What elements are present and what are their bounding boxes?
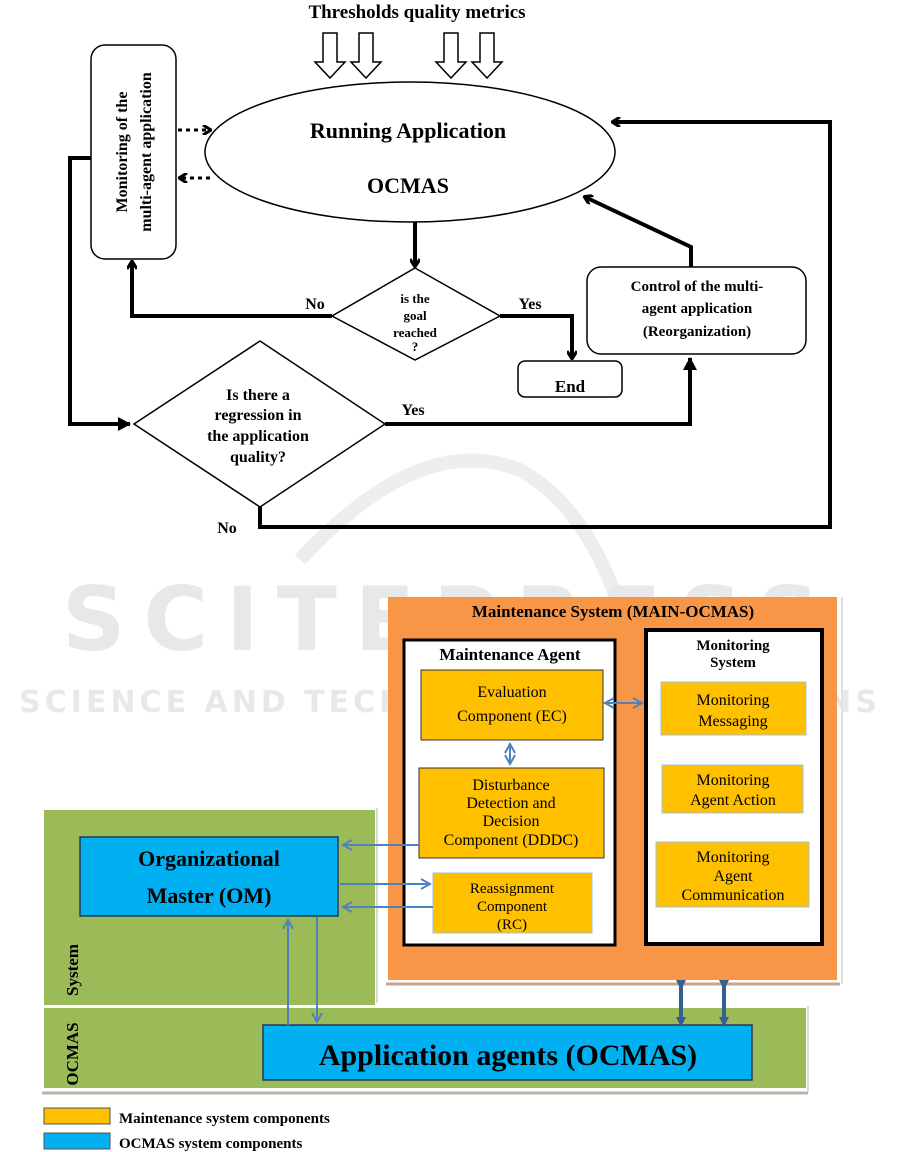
maintenance-system-title: Maintenance System (MAIN-OCMAS) [472, 602, 754, 621]
monitoring-messaging-component [660, 681, 807, 736]
goal-line: is the [400, 291, 429, 306]
component-label: Monitoring [697, 692, 770, 709]
component-label: Agent Action [690, 792, 776, 809]
monitoring-agent-action-component [661, 764, 804, 814]
monitoring-system-title: System [710, 655, 756, 671]
goal-yes-label: Yes [518, 296, 541, 313]
end-node [517, 360, 623, 398]
legend-swatch-ocmas [43, 1132, 111, 1150]
application-agents-label: Application agents (OCMAS) [319, 1039, 697, 1072]
component-label: Component (EC) [457, 708, 567, 725]
arrow-goal-no-to-monitoring [132, 262, 332, 318]
evaluation-component [420, 669, 604, 741]
organizational-master-label: Organizational [138, 846, 280, 871]
dddc-component [418, 767, 605, 859]
threshold-arrow [434, 32, 468, 80]
monitoring-label-line1: Monitoring of the [114, 92, 131, 213]
maintenance-agent-title: Maintenance Agent [439, 645, 581, 664]
reassignment-component [432, 872, 593, 934]
control-node [586, 266, 807, 355]
regression-line: the application [207, 428, 309, 445]
goal-line: reached [393, 325, 438, 340]
architecture: System OCMAS Maintenance System (MAIN-OC… [42, 597, 843, 1152]
control-label-line: agent application [642, 301, 753, 317]
component-label: Monitoring [697, 849, 770, 866]
arrow-goal-yes-to-end [500, 314, 572, 358]
running-application-sublabel: OCMAS [367, 173, 449, 198]
side-label-system: System [63, 944, 82, 996]
component-label: Disturbance [472, 777, 549, 794]
organizational-master-component [79, 836, 339, 917]
legend-label-ocmas: OCMAS system components [119, 1136, 302, 1152]
running-application-node [204, 81, 616, 223]
thresholds-label: Thresholds quality metrics [308, 2, 525, 23]
flowchart: Thresholds quality metrics Running Appli… [68, 2, 832, 537]
monitoring-label-line2: multi-agent application [138, 72, 155, 232]
monitoring-node [90, 44, 177, 260]
goal-line: goal [403, 308, 427, 323]
component-label: Communication [681, 887, 784, 904]
threshold-arrow [313, 32, 347, 80]
regression-decision-node [132, 340, 387, 508]
legend-swatch-maintenance [43, 1107, 111, 1125]
regression-line: quality? [230, 449, 286, 466]
goal-line: ? [412, 339, 419, 354]
application-agents-component [262, 1024, 753, 1081]
regression-line: Is there a [226, 387, 290, 404]
component-label: Agent [713, 868, 753, 885]
monitoring-system-title: Monitoring [696, 638, 770, 654]
arrow-control-to-app [585, 197, 693, 267]
goal-decision-text: is the goal reached ? [393, 291, 438, 354]
organizational-master-label: Master (OM) [147, 883, 272, 908]
component-label: Component (DDDC) [444, 832, 579, 849]
regression-yes-label: Yes [401, 402, 424, 419]
control-label-line: Control of the multi- [631, 279, 764, 295]
goal-no-label: No [305, 296, 325, 313]
monitoring-agent-communication-component [655, 841, 810, 908]
component-label: Messaging [698, 713, 767, 730]
arrow-regression-no-to-app [258, 122, 832, 529]
threshold-arrow [470, 32, 504, 80]
legend-label-maintenance: Maintenance system components [119, 1111, 330, 1127]
regression-line: regression in [215, 407, 302, 424]
component-label: Monitoring [697, 772, 770, 789]
arrow-regression-yes-to-control [385, 357, 697, 426]
arrow-monitoring-to-regression [68, 156, 131, 431]
component-label: Decision [483, 813, 540, 830]
running-application-label: Running Application [310, 118, 506, 143]
component-label: Reassignment [470, 881, 555, 897]
component-label: Detection and [466, 795, 555, 812]
legend: Maintenance system components OCMAS syst… [43, 1107, 330, 1152]
end-label: End [555, 377, 586, 396]
component-label: Component [477, 899, 548, 915]
side-label-ocmas: OCMAS [63, 1022, 82, 1085]
control-label-line: (Reorganization) [643, 324, 751, 340]
threshold-arrows [313, 32, 504, 80]
goal-decision-node [330, 267, 502, 361]
component-label: (RC) [497, 917, 527, 933]
threshold-arrow [349, 32, 383, 80]
regression-no-label: No [217, 520, 237, 537]
component-label: Evaluation [477, 684, 546, 701]
